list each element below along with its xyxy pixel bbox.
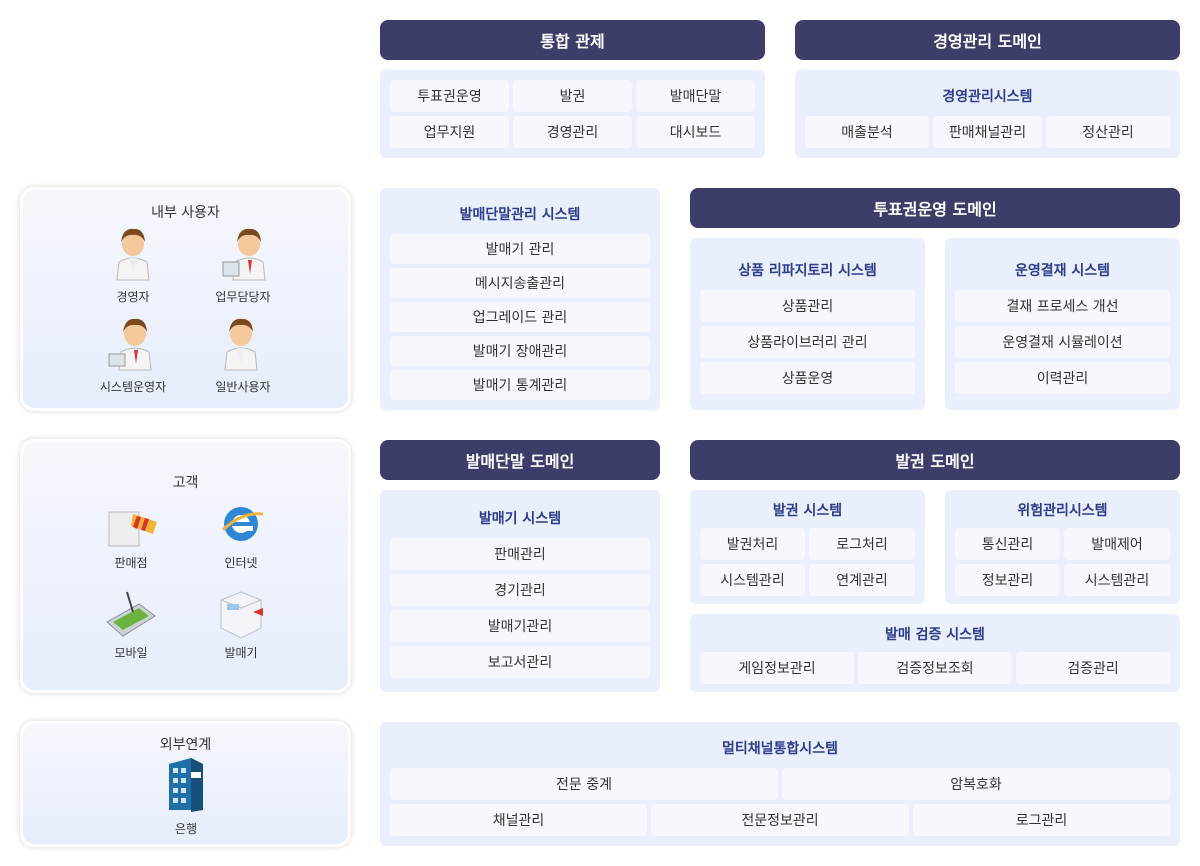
ticket-system-item: 시스템관리 <box>700 564 805 596</box>
multichannel-title: 멀티채널통합시스템 <box>722 741 838 757</box>
risk-system-title: 위험관리시스템 <box>1017 503 1108 519</box>
channel-label: 모바일 <box>114 646 148 660</box>
terminal-mgmt-item: 발매기 장애관리 <box>390 336 650 366</box>
multichannel-item: 채널관리 <box>390 804 647 836</box>
product-repo-title: 상품 리파지토리 시스템 <box>738 263 877 279</box>
risk-system-item: 발매제어 <box>1064 528 1170 560</box>
risk-system-item: 정보관리 <box>955 564 1060 596</box>
terminal-mgmt-item: 발매기 통계관리 <box>390 370 650 400</box>
ticket-machine-icon <box>213 586 269 642</box>
product-repo-item: 상품운영 <box>700 362 915 394</box>
integrated-control-item: 업무지원 <box>390 116 509 148</box>
settlement-item: 이력관리 <box>955 362 1170 394</box>
terminal-domain-header: 발매단말 도메인 <box>380 440 660 480</box>
bank-label: 은행 <box>174 822 198 836</box>
channel-label: 판매점 <box>114 556 148 570</box>
terminal-mgmt-system-title: 발매단말관리 시스템 <box>459 207 581 223</box>
ticket-domain-header: 발권 도메인 <box>690 440 1180 480</box>
channel-label: 발매기 <box>224 646 258 660</box>
multichannel-item: 로그관리 <box>913 804 1170 836</box>
person-with-laptop-icon <box>107 312 157 372</box>
product-repo-item: 상품라이브러리 관리 <box>700 326 915 358</box>
management-system-item: 판매채널관리 <box>933 116 1042 148</box>
multichannel-item: 전문 중계 <box>390 768 778 800</box>
terminal-system-item: 경기관리 <box>390 574 650 606</box>
terminal-system-item: 보고서관리 <box>390 646 650 678</box>
voting-domain-header: 투표권운영 도메인 <box>690 188 1180 228</box>
integrated-control-item: 발매단말 <box>636 80 755 112</box>
ticket-system-item: 발권처리 <box>700 528 805 560</box>
internet-explorer-icon <box>217 500 267 550</box>
person-icon <box>219 312 263 372</box>
ticket-system-item: 로그처리 <box>809 528 915 560</box>
multichannel-item: 암복호화 <box>782 768 1170 800</box>
customers-panel: 고객 판매점 인터넷 모바일 발매기 <box>20 439 351 693</box>
terminal-system-item: 발매기관리 <box>390 610 650 642</box>
verify-system-item: 게임정보관리 <box>700 652 854 684</box>
user-label: 경영자 <box>116 290 150 304</box>
settlement-title: 운영결재 시스템 <box>1014 263 1111 279</box>
store-icon <box>103 500 159 550</box>
person-with-document-icon <box>221 222 271 282</box>
multichannel-item: 전문정보관리 <box>651 804 909 836</box>
user-label: 업무담당자 <box>215 290 271 304</box>
integrated-control-header: 통합 관제 <box>380 20 765 60</box>
internal-users-panel: 내부 사용자 경영자 업무담당자 시스템운영자 일반사용자 <box>20 187 351 411</box>
ticket-system-title: 발권 시스템 <box>772 503 843 519</box>
terminal-mgmt-item: 업그레이드 관리 <box>390 302 650 332</box>
management-domain-header: 경영관리 도메인 <box>795 20 1180 60</box>
channel-label: 인터넷 <box>224 556 258 570</box>
terminal-system-title: 발매기 시스템 <box>478 511 562 527</box>
person-icon <box>111 222 155 282</box>
settlement-item: 운영결재 시뮬레이션 <box>955 326 1170 358</box>
external-panel: 외부연계 은행 <box>20 721 351 847</box>
customers-title: 고객 <box>172 475 199 491</box>
bank-building-icon <box>161 756 211 816</box>
terminal-system-item: 판매관리 <box>390 538 650 570</box>
management-system-item: 정산관리 <box>1046 116 1170 148</box>
external-title: 외부연계 <box>159 737 212 753</box>
verify-system-item: 검증관리 <box>1016 652 1170 684</box>
terminal-mgmt-item: 메시지송출관리 <box>390 268 650 298</box>
risk-system-item: 통신관리 <box>955 528 1060 560</box>
terminal-mgmt-item: 발매기 관리 <box>390 234 650 264</box>
ticket-system-item: 연계관리 <box>809 564 915 596</box>
internal-users-title: 내부 사용자 <box>151 205 220 221</box>
settlement-item: 결재 프로세스 개선 <box>955 290 1170 322</box>
risk-system-item: 시스템관리 <box>1064 564 1170 596</box>
management-system-item: 매출분석 <box>805 116 929 148</box>
user-label: 시스템운영자 <box>99 380 167 394</box>
product-repo-item: 상품관리 <box>700 290 915 322</box>
integrated-control-item: 투표권운영 <box>390 80 509 112</box>
integrated-control-item: 대시보드 <box>636 116 755 148</box>
management-system-title: 경영관리시스템 <box>942 89 1033 105</box>
integrated-control-item: 발권 <box>513 80 632 112</box>
mobile-phone-icon <box>103 588 159 640</box>
user-label: 일반사용자 <box>215 380 271 394</box>
integrated-control-item: 경영관리 <box>513 116 632 148</box>
verify-system-title: 발매 검증 시스템 <box>885 627 985 643</box>
verify-system-item: 검증정보조회 <box>858 652 1012 684</box>
